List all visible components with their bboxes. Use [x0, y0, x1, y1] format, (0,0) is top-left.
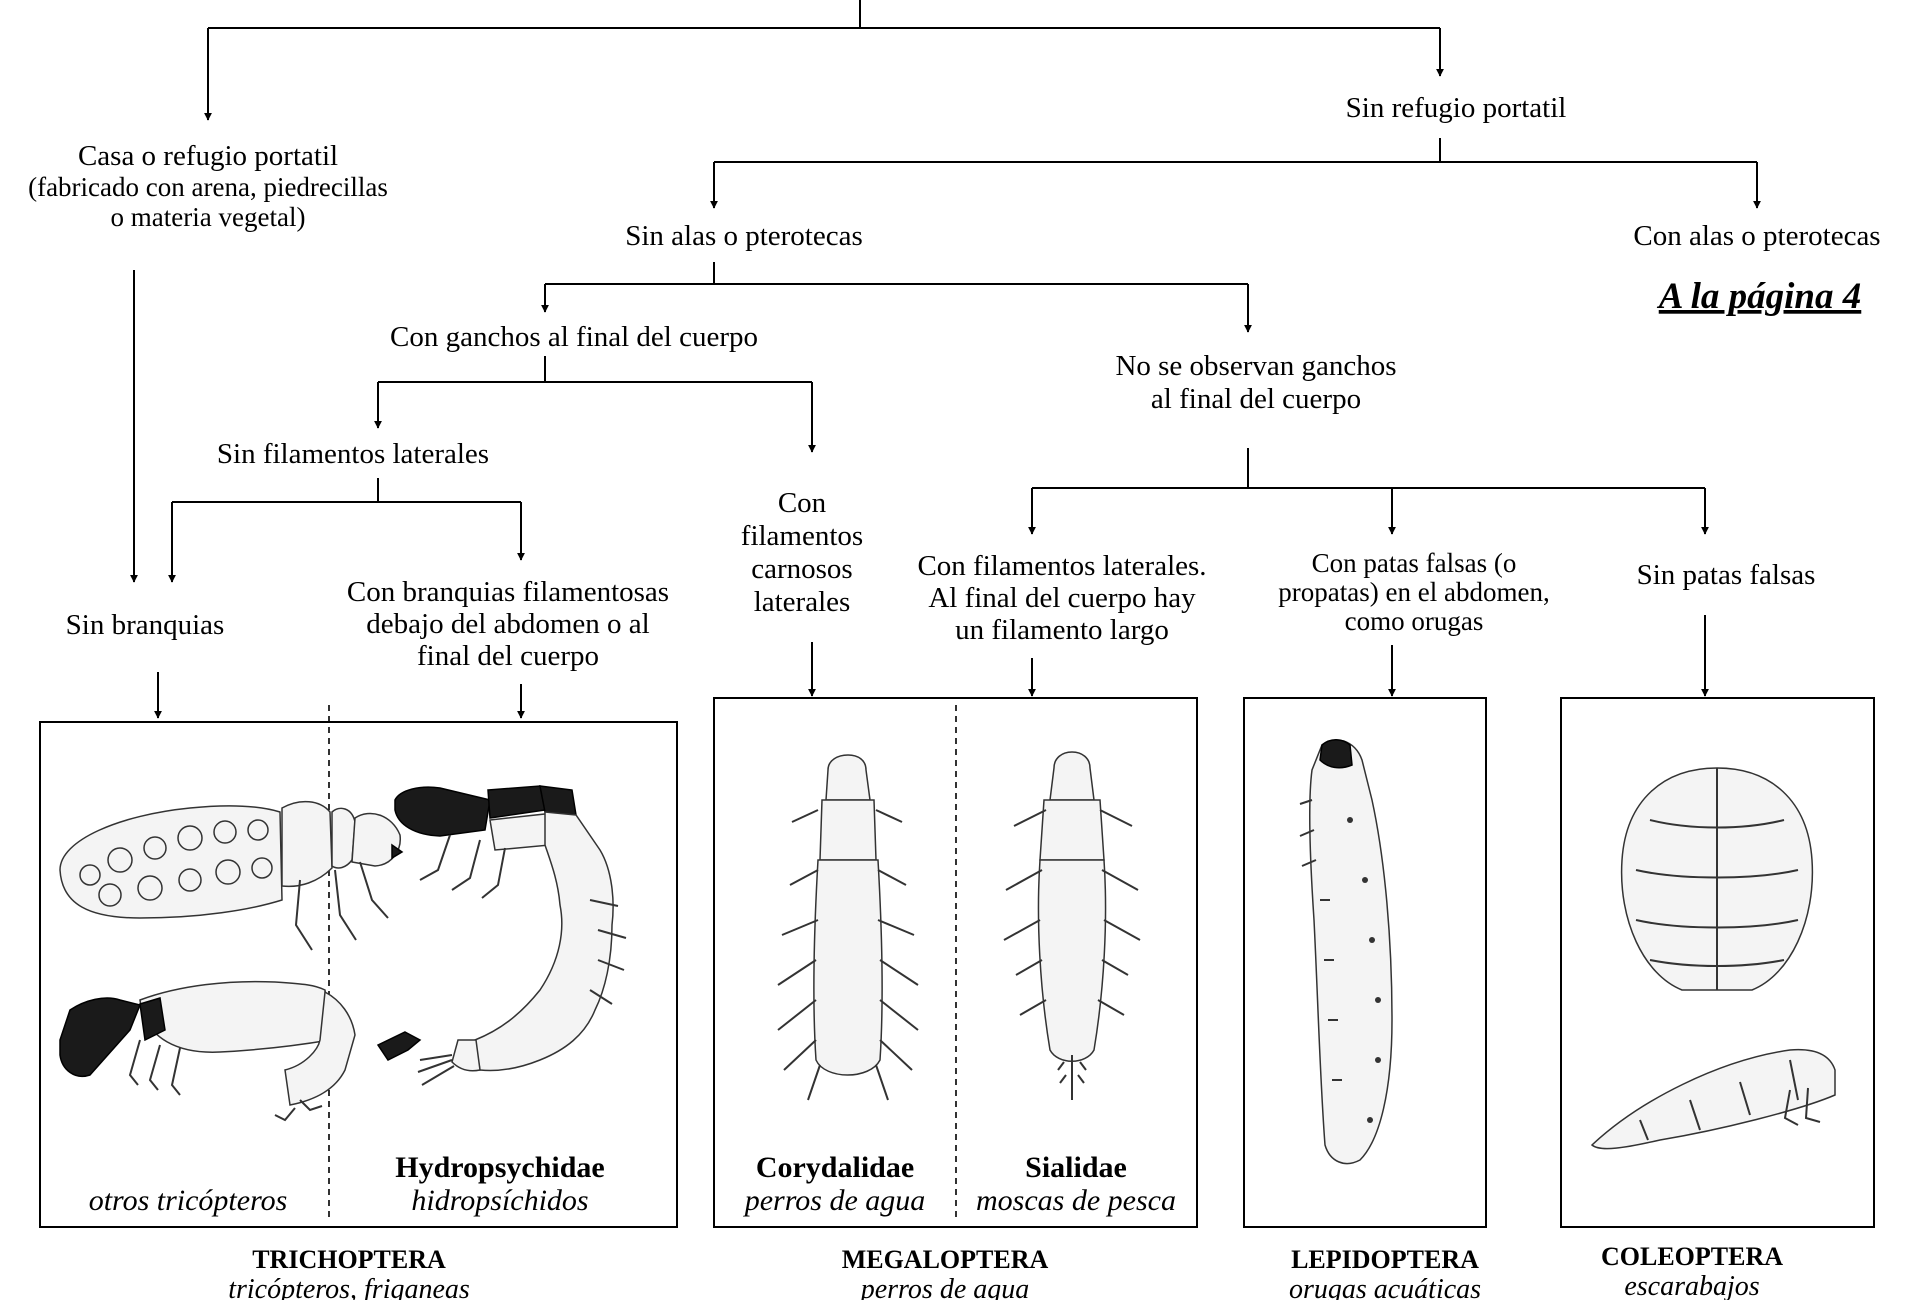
- hydropsychidae-common-name: hidropsíchidos: [411, 1184, 588, 1217]
- lepidoptera-panel: [1244, 698, 1486, 1227]
- node-no-gills: Sin branquias: [66, 609, 225, 641]
- node-filament-gills-line-2: debajo del abdomen o al: [366, 608, 649, 640]
- node-portable-case-detail-1: (fabricado con arena, piedrecillas: [28, 172, 388, 202]
- node-fleshy-filaments-line-4: laterales: [754, 586, 851, 618]
- node-lateral-long-filament-line-3: un filamento largo: [955, 614, 1169, 646]
- node-prolegs: Con patas falsas (o propatas) en el abdo…: [1278, 548, 1549, 636]
- node-fleshy-filaments-line-1: Con: [778, 487, 827, 519]
- sialidae-common-name: moscas de pesca: [976, 1184, 1176, 1217]
- node-with-wings: Con alas o pterotecas: [1633, 220, 1880, 252]
- node-lateral-long-filament: Con filamentos laterales. Al final del c…: [917, 550, 1206, 646]
- node-filament-gills-line-1: Con branquias filamentosas: [347, 576, 669, 608]
- node-no-wings: Sin alas o pterotecas: [625, 220, 863, 252]
- node-no-hooks: No se observan ganchos al final del cuer…: [1115, 350, 1396, 415]
- node-no-lateral-filaments: Sin filamentos laterales: [217, 438, 489, 470]
- node-fleshy-filaments-line-2: filamentos: [741, 520, 863, 552]
- order-lepidoptera: LEPIDOPTERA orugas acuáticas: [1289, 1245, 1481, 1300]
- node-no-portable-shelter: Sin refugio portatil: [1346, 92, 1567, 124]
- megaloptera-panel: Corydalidae perros de agua Sialidae mosc…: [714, 698, 1197, 1227]
- node-prolegs-line-1: Con patas falsas (o: [1312, 548, 1517, 578]
- order-trichoptera-common-name: tricópteros, friganeas: [228, 1274, 470, 1300]
- corydalidae-family-name: Corydalidae: [756, 1151, 914, 1184]
- node-no-hooks-line-1: No se observan ganchos: [1115, 350, 1396, 382]
- order-lepidoptera-name: LEPIDOPTERA: [1291, 1245, 1479, 1274]
- other-caddisflies-common-name: otros tricópteros: [89, 1184, 288, 1217]
- node-lateral-long-filament-line-2: Al final del cuerpo hay: [928, 582, 1196, 614]
- node-portable-case-detail-2: o materia vegetal): [111, 202, 306, 232]
- sialidae-family-name: Sialidae: [1025, 1151, 1127, 1184]
- order-coleoptera-common-name: escarabajos: [1624, 1271, 1759, 1300]
- node-prolegs-line-2: propatas) en el abdomen,: [1278, 577, 1549, 607]
- node-prolegs-line-3: como orugas: [1345, 606, 1484, 636]
- order-coleoptera-name: COLEOPTERA: [1601, 1242, 1783, 1271]
- node-no-prolegs: Sin patas falsas: [1637, 559, 1816, 591]
- node-hooks-at-end: Con ganchos al final del cuerpo: [390, 321, 758, 353]
- order-megaloptera-common-name: perros de agua: [859, 1274, 1030, 1300]
- node-portable-case-title: Casa o refugio portatil: [78, 140, 338, 172]
- go-to-page-4-link[interactable]: A la página 4: [1657, 276, 1862, 317]
- trichoptera-panel: otros tricópteros Hydropsychidae hidrops…: [40, 705, 677, 1227]
- node-portable-case: Casa o refugio portatil (fabricado con a…: [28, 140, 388, 232]
- node-fleshy-filaments-line-3: carnosos: [751, 553, 852, 585]
- node-fleshy-filaments: Con filamentos carnosos laterales: [741, 487, 863, 618]
- order-trichoptera-name: TRICHOPTERA: [252, 1245, 446, 1274]
- order-lepidoptera-common-name: orugas acuáticas: [1289, 1274, 1481, 1300]
- node-filament-gills-line-3: final del cuerpo: [417, 640, 599, 672]
- coleoptera-panel: [1561, 698, 1874, 1227]
- order-trichoptera: TRICHOPTERA tricópteros, friganeas: [228, 1245, 470, 1300]
- order-megaloptera-name: MEGALOPTERA: [842, 1245, 1049, 1274]
- corydalidae-common-name: perros de agua: [743, 1184, 926, 1217]
- node-no-hooks-line-2: al final del cuerpo: [1151, 383, 1361, 415]
- order-coleoptera: COLEOPTERA escarabajos: [1601, 1242, 1783, 1300]
- water-penny-larva-illustration: [1622, 768, 1813, 990]
- hydropsychidae-family-name: Hydropsychidae: [395, 1151, 605, 1184]
- node-lateral-long-filament-line-1: Con filamentos laterales.: [917, 550, 1206, 582]
- node-filament-gills: Con branquias filamentosas debajo del ab…: [347, 576, 669, 672]
- order-megaloptera: MEGALOPTERA perros de agua: [842, 1245, 1049, 1300]
